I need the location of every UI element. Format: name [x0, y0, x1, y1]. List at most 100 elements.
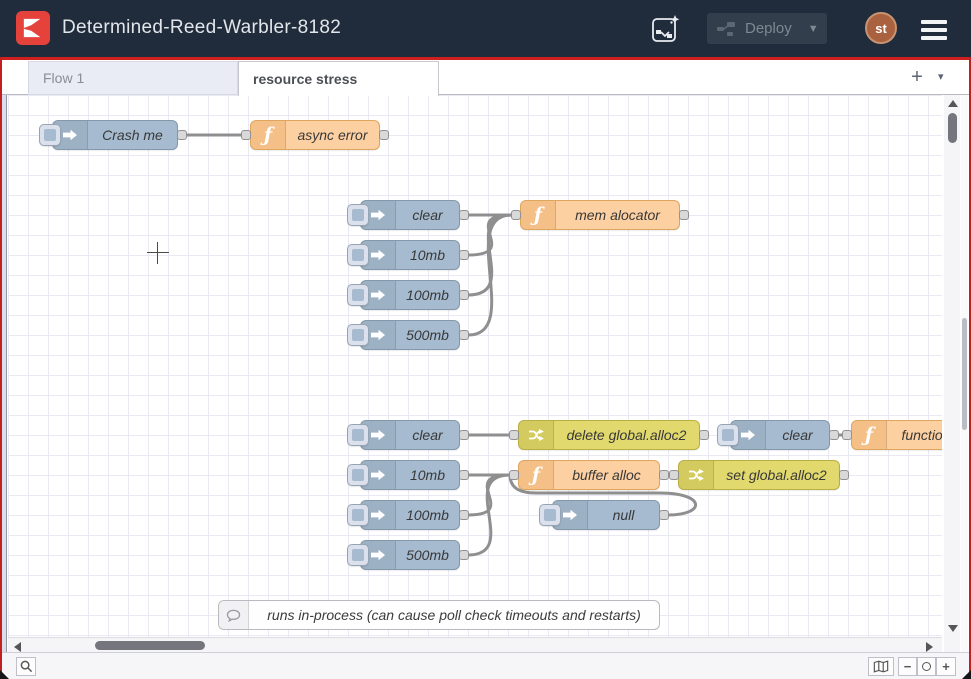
zoom-out-button[interactable]: −: [898, 657, 917, 676]
output-port[interactable]: [379, 130, 389, 140]
flow-list-caret-icon[interactable]: ▾: [938, 71, 944, 83]
node-label: 500mb: [406, 327, 449, 343]
inject-button[interactable]: [347, 284, 369, 306]
node-clear-3[interactable]: clear: [730, 420, 830, 450]
node-label: clear: [782, 427, 813, 443]
input-port[interactable]: [842, 430, 852, 440]
tab-flow-1[interactable]: Flow 1: [28, 61, 238, 95]
wire-500mb-1-to-mem-alocator[interactable]: [466, 213, 514, 337]
deploy-caret-icon[interactable]: ▼: [807, 22, 819, 35]
inject-button[interactable]: [347, 204, 369, 226]
node-label: clear: [412, 207, 443, 223]
output-port[interactable]: [699, 430, 709, 440]
output-port[interactable]: [459, 210, 469, 220]
node-null[interactable]: null: [552, 500, 660, 530]
node-label: clear: [412, 427, 443, 443]
scroll-left-arrow-icon[interactable]: [14, 642, 21, 652]
navigator-toggle-button[interactable]: [868, 657, 894, 676]
output-port[interactable]: [459, 330, 469, 340]
input-port[interactable]: [509, 430, 519, 440]
node-clear-1[interactable]: clear: [360, 200, 460, 230]
output-port[interactable]: [679, 210, 689, 220]
output-port[interactable]: [459, 470, 469, 480]
ai-assistant-icon[interactable]: [650, 13, 682, 45]
function-f-icon: ƒ: [519, 461, 554, 489]
page-scrollbar[interactable]: [961, 60, 968, 679]
vertical-scroll-thumb[interactable]: [948, 113, 957, 143]
node-label: Crash me: [102, 127, 163, 143]
output-port[interactable]: [829, 430, 839, 440]
output-port[interactable]: [459, 550, 469, 560]
zoom-in-button[interactable]: +: [936, 657, 956, 676]
inject-button[interactable]: [347, 464, 369, 486]
vertical-scrollbar[interactable]: [944, 95, 960, 652]
node-label: set global.alloc2: [726, 467, 827, 483]
horizontal-scrollbar[interactable]: [8, 637, 942, 652]
node-label: delete global.alloc2: [566, 427, 687, 443]
output-port[interactable]: [459, 290, 469, 300]
node-10mb-1[interactable]: 10mb: [360, 240, 460, 270]
input-port[interactable]: [669, 470, 679, 480]
tab-resource-stress[interactable]: resource stress: [238, 61, 439, 96]
zoom-reset-button[interactable]: [917, 657, 936, 676]
input-port[interactable]: [241, 130, 251, 140]
main-menu-icon[interactable]: [921, 20, 947, 44]
node-500mb-1[interactable]: 500mb: [360, 320, 460, 350]
right-accent-border: [969, 57, 971, 679]
output-port[interactable]: [459, 430, 469, 440]
node-10mb-2[interactable]: 10mb: [360, 460, 460, 490]
inject-button[interactable]: [539, 504, 561, 526]
output-port[interactable]: [459, 250, 469, 260]
inject-button[interactable]: [347, 544, 369, 566]
input-port[interactable]: [509, 470, 519, 480]
add-flow-button[interactable]: +: [911, 66, 923, 88]
node-function[interactable]: ƒfunction: [851, 420, 942, 450]
node-crash-me[interactable]: Crash me: [52, 120, 178, 150]
scroll-up-arrow-icon[interactable]: [948, 100, 958, 107]
node-100mb-1[interactable]: 100mb: [360, 280, 460, 310]
inject-button[interactable]: [39, 124, 61, 146]
node-comment[interactable]: runs in-process (can cause poll check ti…: [218, 600, 660, 630]
input-port[interactable]: [511, 210, 521, 220]
wire-null-to-buffer-alloc[interactable]: [508, 473, 698, 517]
output-port[interactable]: [177, 130, 187, 140]
change-swap-icon: [679, 461, 714, 489]
comment-bubble-icon: [219, 601, 249, 629]
output-port[interactable]: [659, 470, 669, 480]
output-port[interactable]: [659, 510, 669, 520]
inject-button[interactable]: [347, 324, 369, 346]
inject-button[interactable]: [347, 504, 369, 526]
node-500mb-2[interactable]: 500mb: [360, 540, 460, 570]
inject-button[interactable]: [347, 244, 369, 266]
status-footer: − +: [2, 652, 969, 679]
page-scroll-thumb[interactable]: [962, 318, 967, 430]
node-set-global-alloc2[interactable]: set global.alloc2: [678, 460, 840, 490]
node-clear-2[interactable]: clear: [360, 420, 460, 450]
node-delete-global-alloc2[interactable]: delete global.alloc2: [518, 420, 700, 450]
deploy-button[interactable]: Deploy ▼: [707, 13, 827, 44]
horizontal-scroll-thumb[interactable]: [95, 641, 205, 650]
wire-500mb-2-to-buffer-alloc[interactable]: [466, 473, 512, 557]
node-label: 10mb: [409, 467, 446, 483]
node-label: null: [612, 507, 635, 523]
scroll-down-arrow-icon[interactable]: [948, 625, 958, 632]
inject-button[interactable]: [717, 424, 739, 446]
output-port[interactable]: [839, 470, 849, 480]
search-button[interactable]: [16, 657, 36, 676]
inject-button[interactable]: [347, 424, 369, 446]
node-label: 100mb: [406, 507, 449, 523]
flowfuse-logo-icon[interactable]: [16, 11, 50, 45]
function-f-icon: ƒ: [251, 121, 286, 149]
node-label: 100mb: [406, 287, 449, 303]
scroll-right-arrow-icon[interactable]: [926, 642, 933, 652]
user-avatar[interactable]: st: [865, 12, 897, 44]
output-port[interactable]: [459, 510, 469, 520]
node-label: runs in-process (can cause poll check ti…: [267, 607, 641, 623]
node-100mb-2[interactable]: 100mb: [360, 500, 460, 530]
node-label: 10mb: [409, 247, 446, 263]
